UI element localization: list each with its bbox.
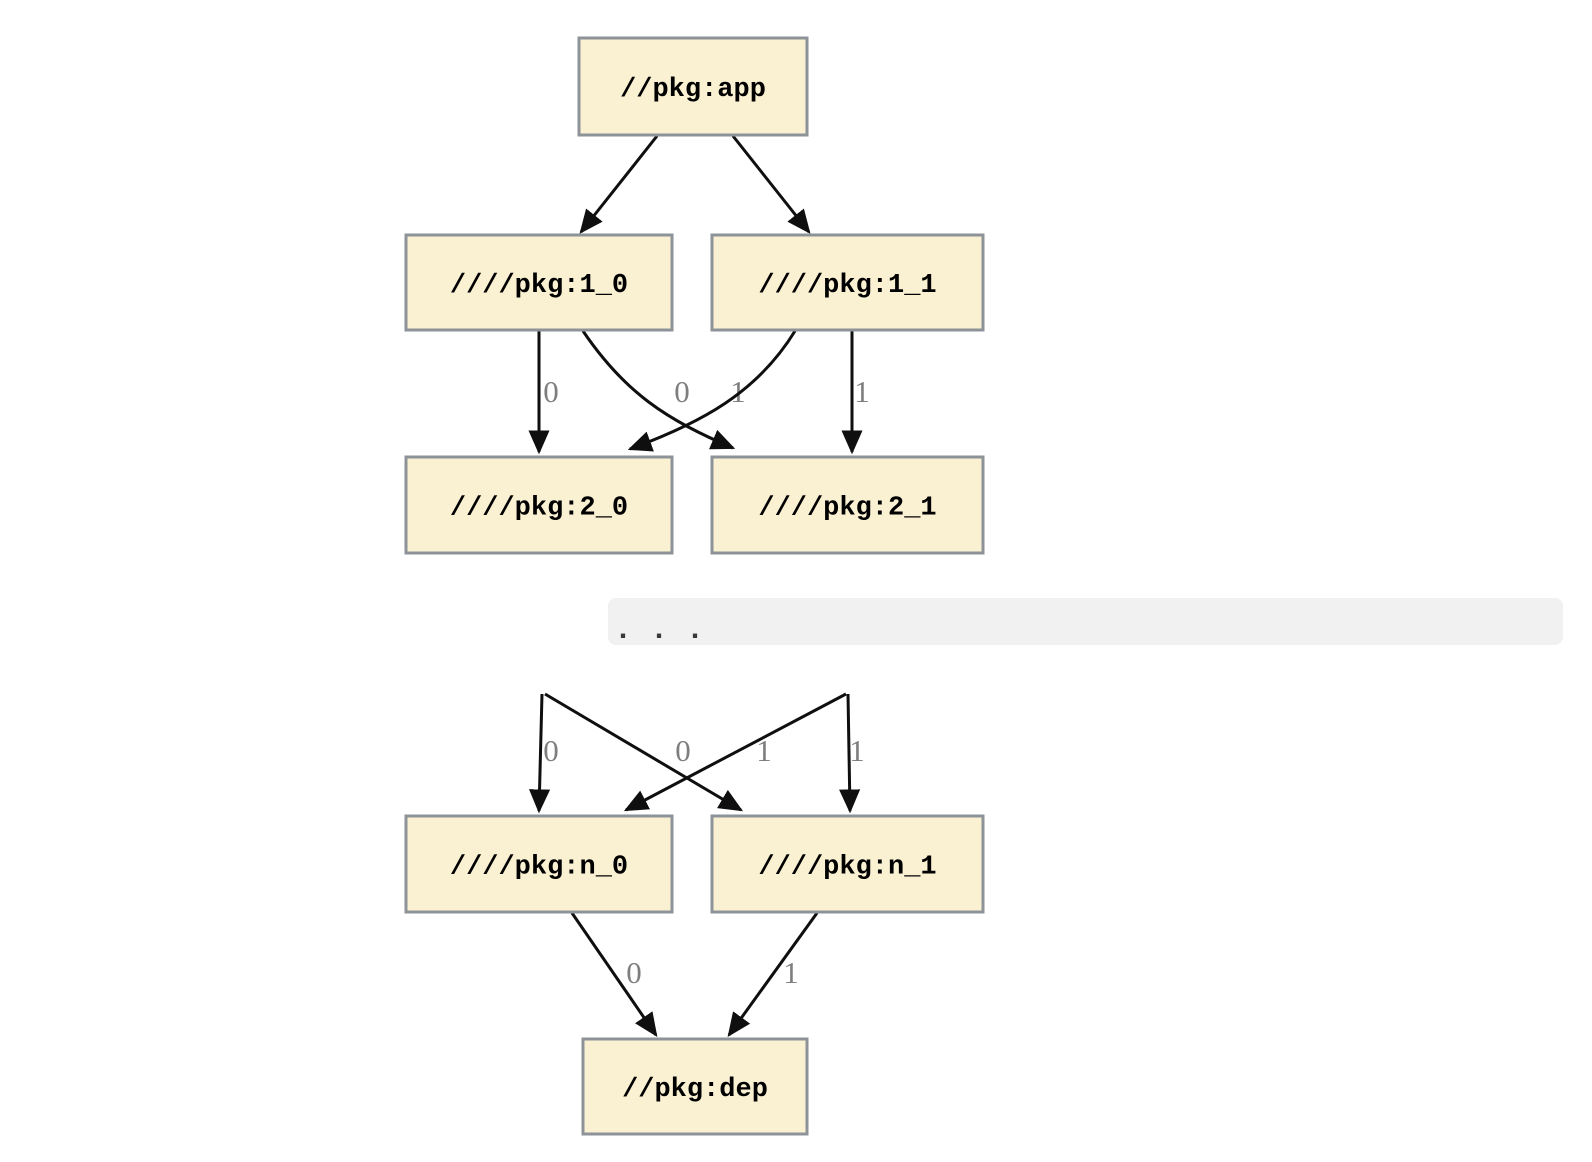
edges-layer: 0 1 0 1 0 1 0 1 0 1: [528, 135, 870, 1037]
edge-label-elided_left-to-n_0: 0: [543, 733, 559, 768]
node-1_0: [404, 233, 674, 332]
edge-n_1-to-dep: [727, 912, 819, 1037]
edge-label-1_1-to-2_0: 0: [674, 374, 690, 409]
edge-label-elided_left-to-n_1: 1: [756, 733, 772, 768]
node-2_0: [404, 455, 674, 555]
node-label-2_1: ////pkg:2_1: [758, 494, 936, 524]
edge-label-elided_right-to-n_0: 0: [675, 733, 691, 768]
edge-elided_left-to-n_1: [544, 692, 744, 812]
node-n_0: [404, 814, 674, 914]
node-app: [577, 36, 809, 137]
node-n_1: [710, 814, 985, 914]
node-label-app: //pkg:app: [620, 75, 766, 105]
node-1_1: [710, 233, 985, 332]
edge-label-n_1-to-dep: 1: [783, 955, 799, 990]
node-dep: [581, 1037, 809, 1136]
edge-label-elided_right-to-n_1: 1: [849, 733, 865, 768]
edge-elided_right-to-n_1: [839, 693, 861, 814]
node-label-dep: //pkg:dep: [622, 1075, 768, 1105]
edge-n_0-to-dep: [570, 912, 658, 1037]
node-label-1_0: ////pkg:1_0: [450, 271, 628, 301]
node-label-1_1: ////pkg:1_1: [758, 271, 936, 301]
node-2_1: [710, 455, 985, 555]
edge-elided_left-to-n_0: [528, 693, 551, 814]
node-label-2_0: ////pkg:2_0: [450, 494, 628, 524]
nodes-layer: //pkg:app ////pkg:1_0 ////pkg:1_1 ////pkg:2…: [404, 36, 985, 1136]
edge-label-1_0-to-2_0: 0: [543, 374, 559, 409]
ellipsis-label: . . .: [614, 614, 704, 648]
edge-label-n_0-to-dep: 0: [626, 955, 642, 990]
continuation-band: [608, 598, 1563, 645]
edge-elided_right-to-n_0: [623, 692, 847, 812]
edge-1_1-to-2_0: [627, 330, 797, 452]
edge-app-to-1_0: [579, 135, 659, 234]
edge-label-1_1-to-2_1: 1: [854, 374, 870, 409]
edge-label-1_0-to-2_1: 1: [730, 374, 746, 409]
node-label-n_1: ////pkg:n_1: [758, 853, 936, 883]
edge-1_0-to-2_1: [581, 330, 736, 450]
node-label-n_0: ////pkg:n_0: [450, 853, 628, 883]
edge-app-to-1_1: [731, 135, 811, 234]
